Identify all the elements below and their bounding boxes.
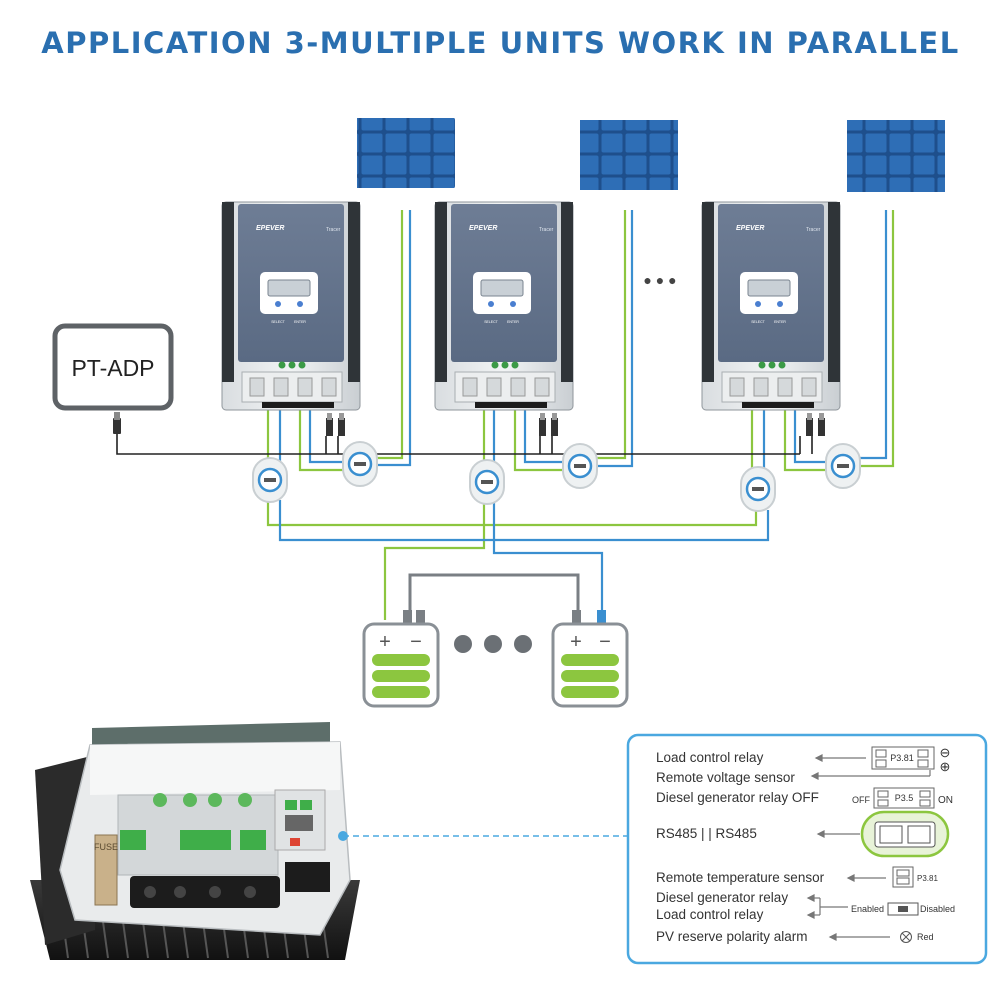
controller-model-2: Tracer — [539, 227, 554, 233]
pt-adp-label: PT-ADP — [71, 355, 154, 381]
solar-panel-2 — [580, 120, 678, 190]
label-diesel-relay-off: Diesel generator relay OFF — [656, 790, 819, 805]
battery-ellipsis — [454, 635, 532, 653]
red-led-label: Red — [917, 932, 934, 942]
dc-breaker-1 — [252, 457, 288, 503]
fuse-label: FUSE — [94, 842, 118, 852]
controller-brand-2: EPEVER — [469, 225, 497, 232]
controller-model-3: Tracer — [806, 227, 821, 233]
controller-model-1: Tracer — [326, 227, 341, 233]
solar-panel-1 — [357, 118, 455, 188]
label-load-control-relay: Load control relay — [656, 750, 764, 765]
controller-brand-1: EPEVER — [256, 225, 284, 232]
battery-1-plus: + — [379, 631, 391, 653]
dc-breaker-3 — [469, 459, 505, 505]
disabled-label: Disabled — [920, 904, 955, 914]
off-label: OFF — [852, 795, 870, 805]
label-load-control-relay-2: Load control relay — [656, 907, 764, 922]
p381-label-2: P3.81 — [917, 874, 938, 883]
page-title: APPLICATION 3-MULTIPLE UNITS WORK IN PAR… — [41, 26, 960, 60]
controller-select-label-1: SELECT — [271, 320, 285, 324]
controller-brand-3: EPEVER — [736, 225, 764, 232]
battery-2: + − — [551, 610, 629, 708]
solar-panel-3 — [847, 120, 945, 192]
label-diesel-relay: Diesel generator relay — [656, 890, 788, 905]
battery-2-minus: − — [599, 631, 611, 653]
dc-breaker-4 — [562, 443, 598, 489]
dc-breaker-2 — [342, 441, 378, 487]
label-remote-voltage-sensor: Remote voltage sensor — [656, 770, 795, 785]
enabled-label: Enabled — [851, 904, 884, 914]
callout-anchor-dot — [338, 831, 348, 841]
controllers-ellipsis: ● ● ● — [643, 272, 676, 288]
controller-enter-label-2: ENTER — [507, 320, 519, 324]
p35-label: P3.5 — [895, 793, 914, 803]
controller-closeup: FUSE — [30, 722, 360, 960]
battery-1: + − — [362, 610, 440, 708]
controller-enter-label-1: ENTER — [294, 320, 306, 324]
label-pv-polarity-alarm: PV reserve polarity alarm — [656, 929, 808, 944]
minus-symbol: ⊖ — [940, 745, 951, 760]
on-label: ON — [938, 795, 953, 806]
battery-2-plus: + — [570, 631, 582, 653]
label-rs485: RS485 | | RS485 — [656, 826, 757, 841]
controller-enter-label-3: ENTER — [774, 320, 786, 324]
pt-adp-adapter: PT-ADP — [52, 323, 174, 434]
p381-label: P3.81 — [890, 753, 914, 763]
controller-select-label-2: SELECT — [484, 320, 498, 324]
label-remote-temp-sensor: Remote temperature sensor — [656, 870, 825, 885]
terminal-callout: Load control relay Remote voltage sensor… — [626, 733, 988, 965]
dc-breaker-5 — [740, 466, 776, 512]
dc-breaker-6 — [825, 443, 861, 489]
plus-symbol: ⊕ — [940, 759, 951, 774]
battery-1-minus: − — [410, 631, 422, 653]
controller-select-label-3: SELECT — [751, 320, 765, 324]
